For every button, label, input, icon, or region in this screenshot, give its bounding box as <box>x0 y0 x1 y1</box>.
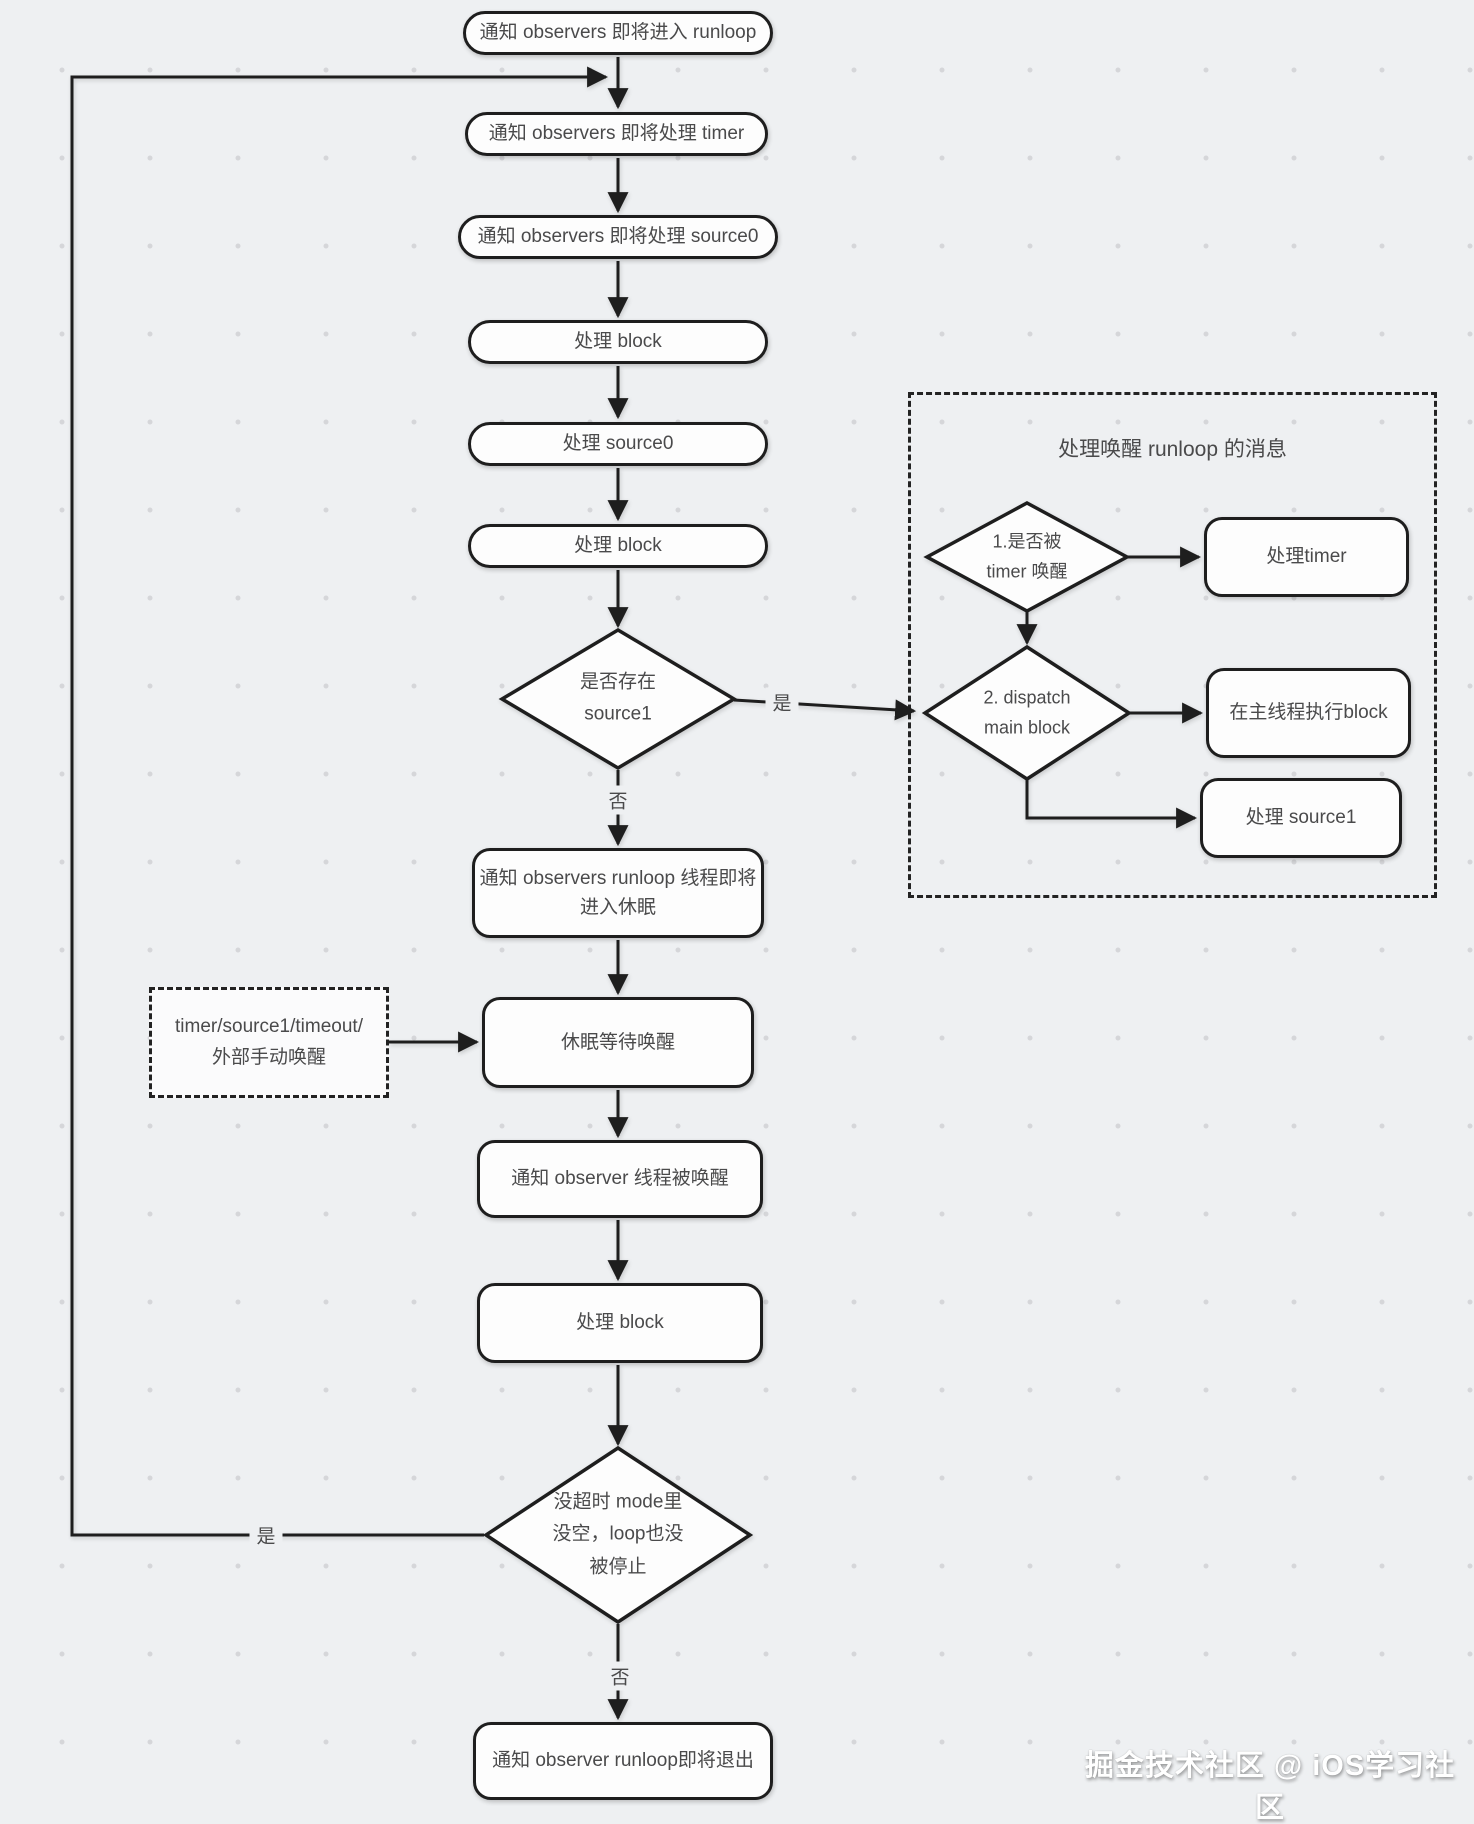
group-wake-messages: 处理唤醒 runloop 的消息 <box>908 392 1437 898</box>
node-main-thread-block: 在主线程执行block <box>1206 668 1411 758</box>
node-notify-handle-timer: 通知 observers 即将处理 timer <box>465 112 768 156</box>
group-wake-sources: timer/source1/timeout/ 外部手动唤醒 <box>149 987 389 1098</box>
node-notify-handle-source0: 通知 observers 即将处理 source0 <box>458 215 778 259</box>
edge-label-no-exit: 否 <box>603 1661 637 1691</box>
node-handle-source1: 处理 source1 <box>1200 778 1402 858</box>
decision-continue-label: 没超时 mode里 没空，loop也没 被停止 <box>552 1491 684 1578</box>
node-notify-exit: 通知 observer runloop即将退出 <box>473 1722 773 1800</box>
watermark: 掘金技术社区 @ iOS学习社区 <box>1084 1750 1456 1824</box>
edge-decision-yes-wake <box>733 698 917 721</box>
node-wait-wake: 休眠等待唤醒 <box>482 997 754 1088</box>
decision-source1-label: 是否存在 source1 <box>579 671 657 725</box>
node-handle-source0: 处理 source0 <box>468 422 768 466</box>
node-handle-timer: 处理timer <box>1204 517 1409 597</box>
node-handle-block-1: 处理 block <box>468 320 768 364</box>
decision-timer-label: 1.是否被 timer 唤醒 <box>986 531 1068 581</box>
node-notify-enter-runloop: 通知 observers 即将进入 runloop <box>463 11 773 55</box>
edge-label-yes-loop: 是 <box>249 1520 283 1550</box>
edge-label-yes-source1: 是 <box>765 687 799 717</box>
node-notify-woken: 通知 observer 线程被唤醒 <box>477 1140 763 1218</box>
node-handle-block-3: 处理 block <box>477 1283 763 1363</box>
decision-dispatch-label: 2. dispatch main block <box>983 687 1071 737</box>
edge-label-no-source1: 否 <box>601 785 635 815</box>
group-wake-messages-title: 处理唤醒 runloop 的消息 <box>1058 438 1287 461</box>
node-handle-block-2: 处理 block <box>468 524 768 568</box>
node-notify-sleep: 通知 observers runloop 线程即将 进入休眠 <box>472 848 764 938</box>
